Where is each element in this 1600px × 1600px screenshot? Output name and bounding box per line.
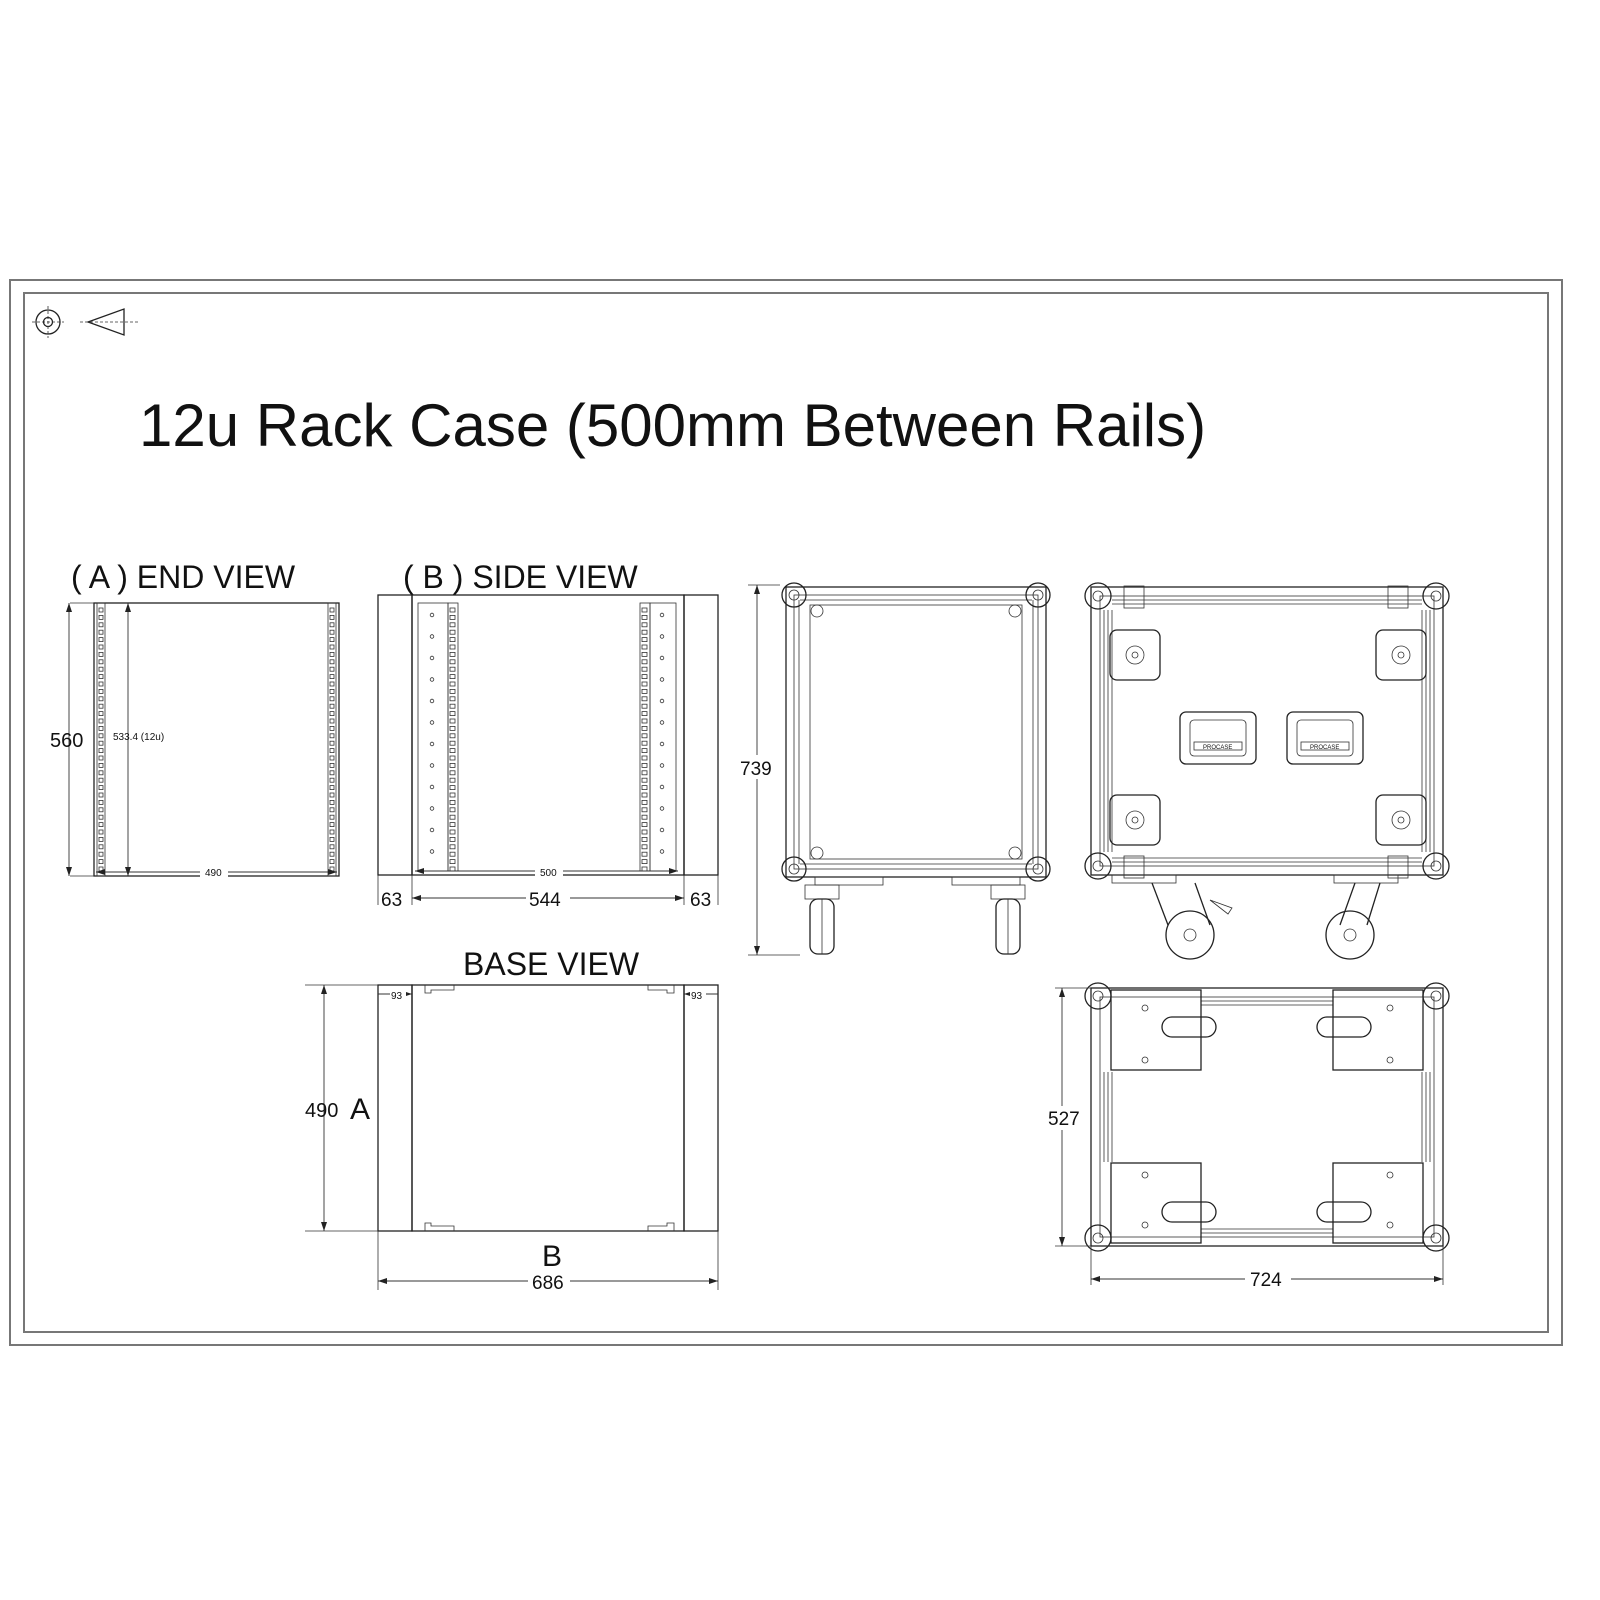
end-view-label: ( A ) END VIEW	[71, 559, 296, 595]
base-view-length-dim: 686	[532, 1273, 564, 1294]
inner-frame	[23, 292, 1549, 1333]
end-view-height-dim: 560	[50, 730, 83, 752]
side-view-overall-dim: 544	[529, 890, 561, 911]
end-view: ( A ) END VIEW 560 533.4 (12u) 490	[50, 559, 340, 879]
base-view-right-lid-dim: 93	[691, 991, 703, 1002]
projection-symbol-icon	[32, 306, 138, 338]
base-view-body	[411, 984, 685, 1232]
side-view-label: ( B ) SIDE VIEW	[403, 559, 638, 595]
side-view-left-lid-dim: 63	[381, 890, 402, 911]
end-view-left-rail	[96, 602, 106, 877]
front-panel-corner-icon	[1084, 582, 1450, 880]
drawing-title: 12u Rack Case (500mm Between Rails)	[139, 392, 1206, 459]
caster-wheel-icon-2	[1111, 874, 1399, 960]
front-elevation: 739	[740, 582, 1051, 956]
base-view-left-lid-dim: 93	[391, 991, 403, 1002]
recessed-handle-icon: PROCASE PROCASE	[1179, 711, 1364, 765]
front-elevation-corner-icon	[781, 582, 1051, 882]
handle-plate-text-2: PROCASE	[1310, 745, 1339, 751]
end-view-width-dim: 490	[205, 868, 222, 879]
side-view-body	[411, 594, 685, 876]
base-view: BASE VIEW 490 A B 686 93 93	[305, 946, 719, 1294]
outer-frame	[9, 279, 1563, 1346]
end-view-right-rail	[327, 602, 337, 877]
side-view-right-lid	[683, 594, 719, 876]
handle-plate-text: PROCASE	[1203, 745, 1232, 751]
caster-wheel-icon	[804, 884, 1026, 955]
base-view-right-lid	[683, 984, 719, 1232]
butterfly-latch-icon	[1109, 629, 1427, 846]
base-view-length-letter: B	[542, 1240, 562, 1273]
side-view-left-lid	[377, 594, 413, 876]
base-view-depth-letter: A	[350, 1093, 370, 1126]
front-panel-view: PROCASE PROCASE	[1084, 582, 1450, 960]
plan-view-corner-icon	[1084, 982, 1450, 1252]
plan-view: 527 724	[1046, 982, 1450, 1291]
end-view-rack-height-dim: 533.4 (12u)	[113, 732, 164, 743]
side-view-rail-dim: 500	[540, 868, 557, 879]
base-view-depth-dim: 490	[305, 1100, 338, 1122]
plan-view-width-dim: 724	[1250, 1270, 1282, 1291]
caster-plate-icon	[1110, 989, 1424, 1244]
hinge-bracket-icon	[1123, 585, 1409, 879]
side-view-right-lid-dim: 63	[690, 890, 711, 911]
side-view: ( B ) SIDE VIEW 500 544 63 63	[377, 559, 719, 911]
base-view-label: BASE VIEW	[463, 946, 640, 982]
base-view-left-lid	[377, 984, 413, 1232]
front-elevation-height-dim: 739	[740, 759, 772, 780]
plan-view-depth-dim: 527	[1048, 1109, 1080, 1130]
